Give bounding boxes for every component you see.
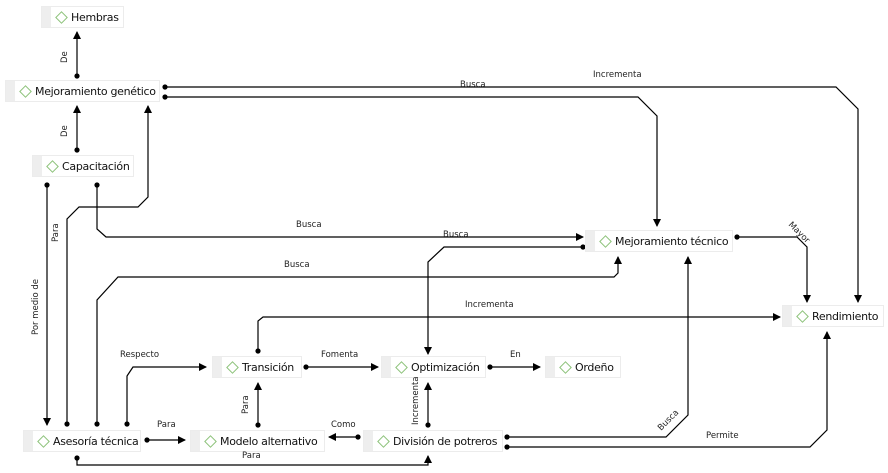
node-label: Hembras — [71, 10, 119, 24]
edge-label-optimizacion-ordeno: En — [510, 350, 521, 360]
node-strip — [33, 156, 42, 176]
edge-label-asesoria-division: Para — [242, 451, 261, 461]
edge-mejgen-mejtecnico[interactable] — [162, 94, 661, 227]
node-strip — [213, 357, 222, 377]
node-division-potreros[interactable]: División de potreros — [363, 430, 503, 452]
node-label: Mejoramiento genético — [35, 84, 156, 98]
edge-transicion-rendimiento[interactable] — [255, 313, 781, 354]
edge-label-mejgen-mejtecnico: Busca — [460, 80, 486, 90]
node-label: Mejoramiento técnico — [615, 234, 729, 248]
edge-label-transicion-optimizacion: Fomenta — [321, 350, 359, 360]
node-label: Asesoría técnica — [53, 434, 139, 448]
diamond-icon — [599, 234, 612, 248]
node-label: Capacitación — [62, 159, 130, 173]
node-label: Ordeño — [575, 360, 614, 374]
node-label: Modelo alternativo — [220, 434, 318, 448]
edge-label-mejtecnico-optimizacion: Busca — [443, 230, 469, 240]
node-label: División de potreros — [393, 434, 498, 448]
edge-label-mejgen-rendimiento: Incrementa — [593, 70, 642, 80]
node-strip — [382, 357, 391, 377]
edge-label-modelo-transicion: Para — [241, 395, 251, 414]
node-asesoria-tecnica[interactable]: Asesoría técnica — [23, 430, 141, 452]
edge-label-asesoria-modelo: Para — [157, 420, 176, 430]
edge-label-division-optimizacion: Incrementa — [411, 376, 421, 425]
diamond-icon — [19, 84, 32, 98]
edge-division-rendimiento[interactable] — [504, 331, 831, 450]
edge-asesoria-division[interactable] — [74, 455, 432, 466]
node-mejoramiento-genetico[interactable]: Mejoramiento genético — [5, 80, 160, 102]
node-strip — [24, 431, 33, 451]
node-strip — [191, 431, 200, 451]
diamond-icon — [796, 309, 809, 323]
edge-label-transicion-rendimiento: Incrementa — [465, 300, 514, 310]
node-label: Transición — [242, 360, 294, 374]
node-strip — [783, 306, 792, 326]
node-strip — [586, 231, 595, 251]
edge-division-mejtecnico[interactable] — [504, 256, 692, 440]
diamond-icon — [377, 434, 390, 448]
edge-mejtecnico-rendimiento[interactable] — [734, 234, 811, 303]
edge-label-capacitacion-asesoria: Por medio de — [31, 278, 41, 335]
edge-label-asesoria-mejgen: Para — [51, 223, 61, 242]
edge-asesoria-transicion[interactable] — [124, 363, 207, 427]
node-transicion[interactable]: Transición — [212, 356, 302, 378]
edge-label-asesoria-transicion: Respecto — [120, 350, 160, 360]
edge-label-asesoria-mejtecnico: Busca — [284, 260, 310, 270]
node-hembras[interactable]: Hembras — [41, 6, 124, 28]
edge-mejgen-rendimiento[interactable] — [162, 84, 862, 303]
node-capacitacion[interactable]: Capacitación — [32, 155, 134, 177]
edge-label-division-modelo: Como — [331, 420, 356, 430]
edge-label-division-rendimiento: Permite — [706, 431, 739, 441]
node-rendimiento[interactable]: Rendimiento — [782, 305, 884, 327]
diamond-icon — [559, 360, 572, 374]
node-ordeno[interactable]: Ordeño — [545, 356, 621, 378]
node-strip — [6, 81, 15, 101]
node-strip — [546, 357, 555, 377]
diamond-icon — [55, 10, 68, 24]
diamond-icon — [46, 159, 59, 173]
node-mejoramiento-tecnico[interactable]: Mejoramiento técnico — [585, 230, 733, 252]
node-strip — [42, 7, 51, 27]
node-label: Rendimiento — [812, 309, 879, 323]
edge-capacitacion-mejtecnico[interactable] — [94, 182, 584, 241]
edge-label-capacitacion-mejgen: De — [60, 125, 70, 137]
edge-asesoria-mejtecnico[interactable] — [94, 256, 622, 427]
edge-label-mejgen-hembras: De — [60, 51, 70, 63]
edge-label-capacitacion-mejtecnico: Busca — [296, 220, 322, 230]
diamond-icon — [226, 360, 239, 374]
node-modelo-alternativo[interactable]: Modelo alternativo — [190, 430, 325, 452]
node-optimizacion[interactable]: Optimización — [381, 356, 486, 378]
edge-asesoria-mejgen[interactable] — [64, 105, 152, 427]
diamond-icon — [395, 360, 408, 374]
diamond-icon — [204, 434, 217, 448]
node-strip — [364, 431, 373, 451]
diamond-icon — [37, 434, 50, 448]
node-label: Optimización — [411, 360, 480, 374]
